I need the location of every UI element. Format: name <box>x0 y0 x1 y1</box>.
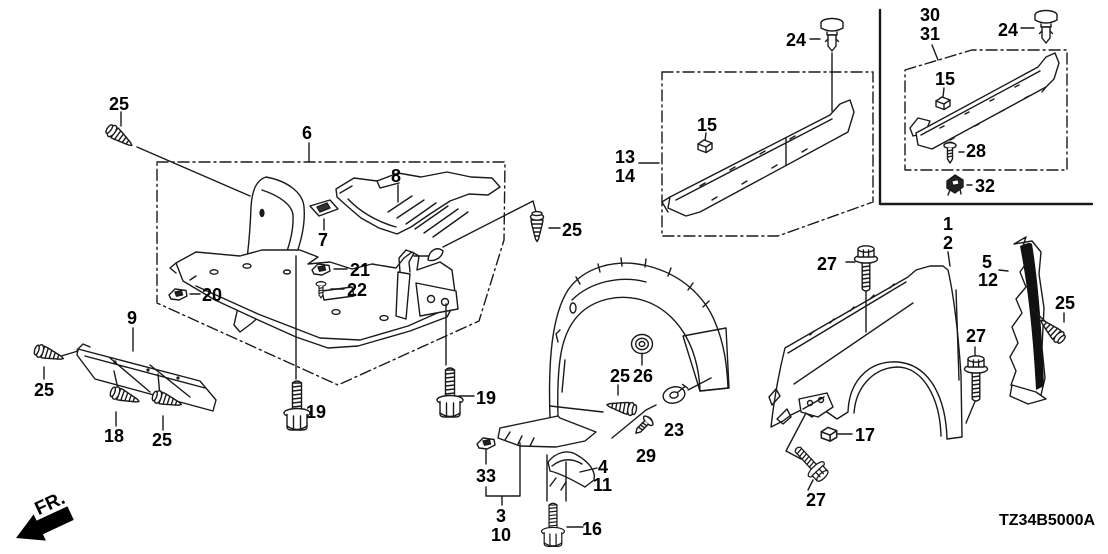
callout-15-box13: 15 <box>697 115 718 135</box>
inset-frame-border <box>878 8 1094 206</box>
callout-11: 11 <box>593 475 613 495</box>
callout-6: 6 <box>302 123 313 143</box>
callout-23: 23 <box>664 420 685 440</box>
callout-22: 22 <box>347 280 368 300</box>
callout-15-box30: 15 <box>935 69 956 89</box>
part-4-11-splash-guard <box>547 451 596 491</box>
callout-16: 16 <box>582 519 603 539</box>
screw-28 <box>943 141 957 164</box>
bolt-19-right <box>436 367 464 418</box>
callout-33: 33 <box>476 466 497 486</box>
callout-24-box13: 24 <box>786 30 807 50</box>
clip-15-box30 <box>935 96 951 111</box>
clip-20 <box>168 288 188 301</box>
bolt-27-top <box>853 245 879 292</box>
callout-21: 21 <box>350 260 371 280</box>
callout-29: 29 <box>636 446 657 466</box>
callout-27-bottom: 27 <box>806 490 827 510</box>
callout-3: 3 <box>496 506 507 526</box>
grommet-26 <box>630 333 654 357</box>
callout-27-top: 27 <box>817 254 838 274</box>
callout-4: 4 <box>598 457 609 477</box>
fastener-25-boxright <box>529 210 545 243</box>
screw-29 <box>630 413 656 439</box>
callout-18: 18 <box>104 426 125 446</box>
callout-10: 10 <box>491 525 512 545</box>
fastener-25-topleft <box>103 121 137 152</box>
callout-14: 14 <box>615 166 636 186</box>
callout-25-liner: 25 <box>610 366 631 386</box>
part-1-2-front-fender <box>768 265 963 440</box>
callout-9: 9 <box>127 308 138 328</box>
callout-26: 26 <box>633 366 654 386</box>
callout-31: 31 <box>920 24 941 44</box>
callout-19-right: 19 <box>476 388 497 408</box>
callout-25-plate-right: 25 <box>152 430 173 450</box>
callout-12: 12 <box>978 270 999 290</box>
callout-32: 32 <box>975 176 996 196</box>
sill-garnish-box-13-14 <box>661 71 874 237</box>
part-8-engine-under-cover <box>335 171 501 238</box>
clip-17 <box>820 426 838 442</box>
callout-5: 5 <box>982 252 993 272</box>
under-cover-box-6 <box>156 161 506 386</box>
part-3-10-fender-liner <box>497 257 730 448</box>
diagram-code: TZ34B5000A <box>999 512 1096 529</box>
callout-27-mid: 27 <box>966 326 987 346</box>
bolt-27-mid <box>963 355 989 402</box>
bolt-16 <box>540 502 566 547</box>
clip-7 <box>309 199 339 217</box>
bolt-27-bottom <box>788 440 833 486</box>
fastener-25-plate-left <box>32 342 67 366</box>
callout-25-right: 25 <box>1055 293 1076 313</box>
fr-direction-arrow: FR. <box>16 488 74 541</box>
clip-33 <box>476 437 496 450</box>
callout-8: 8 <box>391 166 402 186</box>
callout-30: 30 <box>920 5 941 25</box>
clip-24-box30 <box>1034 9 1058 44</box>
callout-20: 20 <box>202 285 223 305</box>
callout-28: 28 <box>966 141 987 161</box>
callout-13: 13 <box>615 147 636 167</box>
callout-1: 1 <box>943 214 954 234</box>
callout-25-plate-left: 25 <box>34 380 55 400</box>
clip-24-box13 <box>820 17 844 52</box>
callout-17: 17 <box>855 425 876 445</box>
clip-15-box13 <box>697 139 713 154</box>
callout-25-topleft: 25 <box>109 94 130 114</box>
part-9-air-guide-plate <box>76 343 217 412</box>
part-30-31-side-sill-garnish <box>909 52 1060 150</box>
clip-32 <box>946 174 964 196</box>
part-13-14-side-sill-garnish <box>661 99 855 217</box>
part-5-12-fender-stay <box>1009 236 1047 405</box>
callout-25-boxright: 25 <box>562 220 583 240</box>
fastener-25-liner <box>605 397 639 418</box>
rivet-23 <box>660 382 692 407</box>
callout-19-left: 19 <box>306 402 327 422</box>
sill-garnish-box-30-31 <box>904 49 1068 171</box>
callout-2: 2 <box>943 233 954 253</box>
part-6-front-under-cover <box>169 248 459 349</box>
callout-24-box30: 24 <box>998 20 1019 40</box>
callout-7: 7 <box>318 230 329 250</box>
